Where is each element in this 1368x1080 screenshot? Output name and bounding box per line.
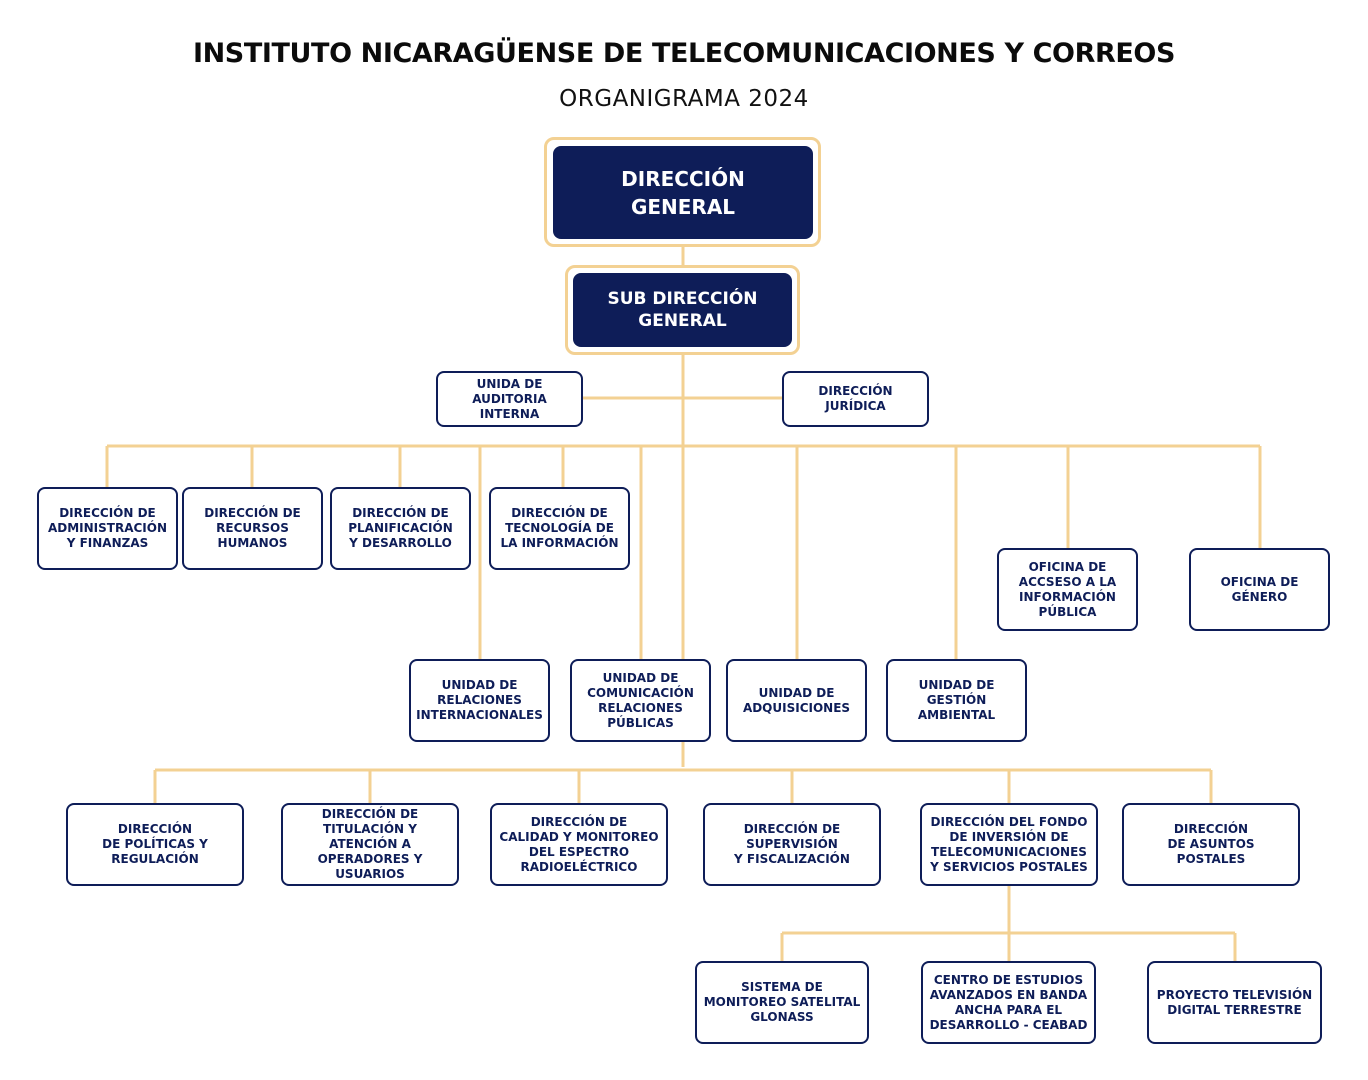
node-genero-label: OFICINA DE GÉNERO (1220, 574, 1299, 604)
node-auditoria-label: UNIDA DE AUDITORIA INTERNA (472, 376, 547, 421)
node-planificacion-label: DIRECCIÓN DE PLANIFICACIÓN Y DESARROLLO (348, 506, 453, 550)
node-direccion-general-label: DIRECCIÓN GENERAL (621, 166, 745, 219)
node-juridica[interactable]: DIRECCIÓN JURÍDICA (782, 371, 929, 427)
node-gestion-ambiental-label: UNIDAD DE GESTIÓN AMBIENTAL (917, 678, 996, 722)
node-acceso-informacion[interactable]: OFICINA DE ACCSESO A LA INFORMACIÓN PÚBL… (997, 548, 1138, 631)
node-recursos-humanos-label: DIRECCIÓN DE RECURSOS HUMANOS (204, 506, 301, 550)
node-titulacion[interactable]: DIRECCIÓN DE TITULACIÓN Y ATENCIÓN A OPE… (281, 803, 459, 886)
page-title: INSTITUTO NICARAGÜENSE DE TELECOMUNICACI… (192, 38, 1176, 69)
node-planificacion[interactable]: DIRECCIÓN DE PLANIFICACIÓN Y DESARROLLO (330, 487, 471, 570)
node-glonass-label: SISTEMA DE MONITOREO SATELITAL GLONASS (703, 980, 861, 1024)
node-ceabad-label: CENTRO DE ESTUDIOS AVANZADOS EN BANDA AN… (929, 972, 1088, 1032)
node-administracion[interactable]: DIRECCIÓN DE ADMINISTRACIÓN Y FINANZAS (37, 487, 178, 570)
node-relaciones-internacionales[interactable]: UNIDAD DE RELACIONES INTERNACIONALES (409, 659, 550, 742)
node-politicas[interactable]: DIRECCIÓN DE POLÍTICAS Y REGULACIÓN (66, 803, 244, 886)
node-comunicacion[interactable]: UNIDAD DE COMUNICACIÓN RELACIONES PÚBLIC… (570, 659, 711, 742)
node-sub-direccion-general-label: SUB DIRECCIÓN GENERAL (607, 289, 758, 331)
node-asuntos-postales-label: DIRECCIÓN DE ASUNTOS POSTALES (1167, 822, 1255, 866)
node-relaciones-internacionales-label: UNIDAD DE RELACIONES INTERNACIONALES (416, 678, 543, 722)
node-tecnologia[interactable]: DIRECCIÓN DE TECNOLOGÍA DE LA INFORMACIÓ… (489, 487, 630, 570)
node-ceabad[interactable]: CENTRO DE ESTUDIOS AVANZADOS EN BANDA AN… (921, 961, 1096, 1044)
node-asuntos-postales[interactable]: DIRECCIÓN DE ASUNTOS POSTALES (1122, 803, 1300, 886)
node-fondo[interactable]: DIRECCIÓN DEL FONDO DE INVERSIÓN DE TELE… (920, 803, 1098, 886)
node-supervision[interactable]: DIRECCIÓN DE SUPERVISIÓN Y FISCALIZACIÓN (703, 803, 881, 886)
node-television[interactable]: PROYECTO TELEVISIÓN DIGITAL TERRESTRE (1147, 961, 1322, 1044)
node-calidad-label: DIRECCIÓN DE CALIDAD Y MONITOREO DEL ESP… (499, 814, 659, 874)
node-direccion-general[interactable]: DIRECCIÓN GENERAL (553, 146, 813, 239)
node-television-label: PROYECTO TELEVISIÓN DIGITAL TERRESTRE (1156, 987, 1313, 1017)
node-fondo-label: DIRECCIÓN DEL FONDO DE INVERSIÓN DE TELE… (930, 814, 1088, 874)
node-genero[interactable]: OFICINA DE GÉNERO (1189, 548, 1330, 631)
node-sub-direccion-general[interactable]: SUB DIRECCIÓN GENERAL (573, 273, 792, 347)
node-juridica-label: DIRECCIÓN JURÍDICA (818, 384, 893, 413)
node-titulacion-label: DIRECCIÓN DE TITULACIÓN Y ATENCIÓN A OPE… (317, 807, 423, 881)
node-calidad[interactable]: DIRECCIÓN DE CALIDAD Y MONITOREO DEL ESP… (490, 803, 668, 886)
node-gestion-ambiental[interactable]: UNIDAD DE GESTIÓN AMBIENTAL (886, 659, 1027, 742)
node-adquisiciones-label: UNIDAD DE ADQUISICIONES (742, 685, 851, 715)
node-tecnologia-label: DIRECCIÓN DE TECNOLOGÍA DE LA INFORMACIÓ… (500, 506, 619, 550)
node-politicas-label: DIRECCIÓN DE POLÍTICAS Y REGULACIÓN (102, 822, 208, 866)
page-subtitle: ORGANIGRAMA 2024 (559, 86, 809, 112)
node-administracion-label: DIRECCIÓN DE ADMINISTRACIÓN Y FINANZAS (47, 506, 168, 550)
node-supervision-label: DIRECCIÓN DE SUPERVISIÓN Y FISCALIZACIÓN (734, 822, 850, 866)
node-comunicacion-label: UNIDAD DE COMUNICACIÓN RELACIONES PÚBLIC… (587, 670, 694, 730)
node-recursos-humanos[interactable]: DIRECCIÓN DE RECURSOS HUMANOS (182, 487, 323, 570)
node-acceso-informacion-label: OFICINA DE ACCSESO A LA INFORMACIÓN PÚBL… (1018, 559, 1117, 619)
node-glonass[interactable]: SISTEMA DE MONITOREO SATELITAL GLONASS (695, 961, 869, 1044)
node-adquisiciones[interactable]: UNIDAD DE ADQUISICIONES (726, 659, 867, 742)
node-auditoria[interactable]: UNIDA DE AUDITORIA INTERNA (436, 371, 583, 427)
